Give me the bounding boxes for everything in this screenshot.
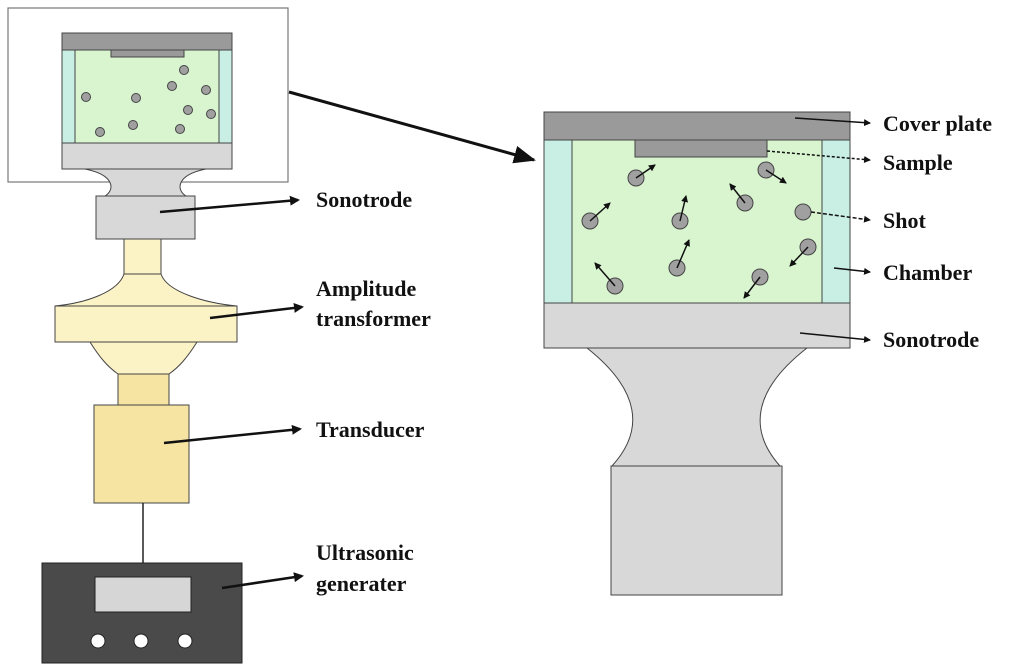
generator-arrow xyxy=(221,572,304,590)
left-sonotrode-label: Sonotrode xyxy=(316,187,413,212)
chamber-arrow xyxy=(833,267,871,275)
shot-arrow xyxy=(589,202,611,222)
transducer-arrow xyxy=(163,424,302,445)
cover-plate-label: Cover plate xyxy=(883,111,992,136)
sonotrode-neck xyxy=(585,347,809,467)
amplitude-transformer-flange xyxy=(54,305,238,343)
shot xyxy=(179,65,189,75)
amplitude-upper-flare xyxy=(54,273,238,307)
transducer-label: Transducer xyxy=(316,417,425,442)
right-sonotrode-label: Sonotrode xyxy=(883,327,980,352)
sample-label: Sample xyxy=(883,150,953,175)
generator-knob xyxy=(90,633,106,649)
shot xyxy=(183,105,193,115)
shot xyxy=(131,93,141,103)
shot xyxy=(95,127,105,137)
sample xyxy=(634,139,768,158)
sample-arrow xyxy=(766,150,871,163)
shot-arrow xyxy=(679,195,689,222)
sonotrode-top xyxy=(543,302,851,349)
shot-label: Shot xyxy=(883,208,926,233)
shot xyxy=(175,124,185,134)
left-sonotrode-arrow xyxy=(159,195,300,214)
enlarged-view xyxy=(543,111,871,596)
left-assembly xyxy=(7,7,304,664)
left-chamber-wall-left xyxy=(61,49,76,144)
ultrasonic-generator-label-line1: Ultrasonic xyxy=(316,540,414,565)
amplitude-lower-flare xyxy=(89,341,198,375)
left-sonotrode-top xyxy=(61,142,233,170)
shot xyxy=(794,203,812,221)
shot-velocity-arrows xyxy=(589,164,809,299)
amplitude-arrow xyxy=(209,302,304,320)
shot-arrow xyxy=(743,276,761,299)
cover-plate-arrow xyxy=(794,117,871,127)
amplitude-transformer-label-line1: Amplitude xyxy=(316,276,417,301)
generator-display xyxy=(94,576,192,613)
shot-label-arrow xyxy=(810,211,871,223)
shot xyxy=(81,92,91,102)
chamber-wall-right xyxy=(821,139,851,304)
amplitude-transformer-label-line2: transformer xyxy=(316,306,431,331)
shot xyxy=(167,81,177,91)
sonotrode-base xyxy=(610,465,783,596)
shot-arrow xyxy=(676,239,690,269)
shot-arrow xyxy=(729,183,746,204)
shot-arrow xyxy=(635,164,656,179)
generator-knob xyxy=(177,633,193,649)
left-cover-plate xyxy=(61,32,233,51)
amplitude-upper-neck xyxy=(123,238,162,275)
chamber-wall-left xyxy=(543,139,573,304)
shot-arrow xyxy=(765,169,787,184)
amplitude-lower-neck xyxy=(117,373,170,406)
shot-arrow xyxy=(594,262,616,287)
left-chamber xyxy=(61,32,233,170)
left-sonotrode-block xyxy=(95,195,196,240)
generator-knob xyxy=(133,633,149,649)
left-shots xyxy=(81,65,216,137)
transducer-block xyxy=(93,404,190,504)
shot xyxy=(128,120,138,130)
left-sample xyxy=(110,49,185,58)
shot-arrow xyxy=(789,246,809,267)
shot xyxy=(206,109,216,119)
ultrasonic-generator xyxy=(41,562,243,664)
shot xyxy=(201,85,211,95)
cover-plate xyxy=(543,111,851,141)
right-sonotrode-arrow xyxy=(799,332,871,343)
left-chamber-wall-right xyxy=(218,49,233,144)
zoom-arrow xyxy=(288,90,536,164)
ultrasonic-generator-label-line2: generater xyxy=(316,571,407,596)
chamber-label: Chamber xyxy=(883,260,973,285)
